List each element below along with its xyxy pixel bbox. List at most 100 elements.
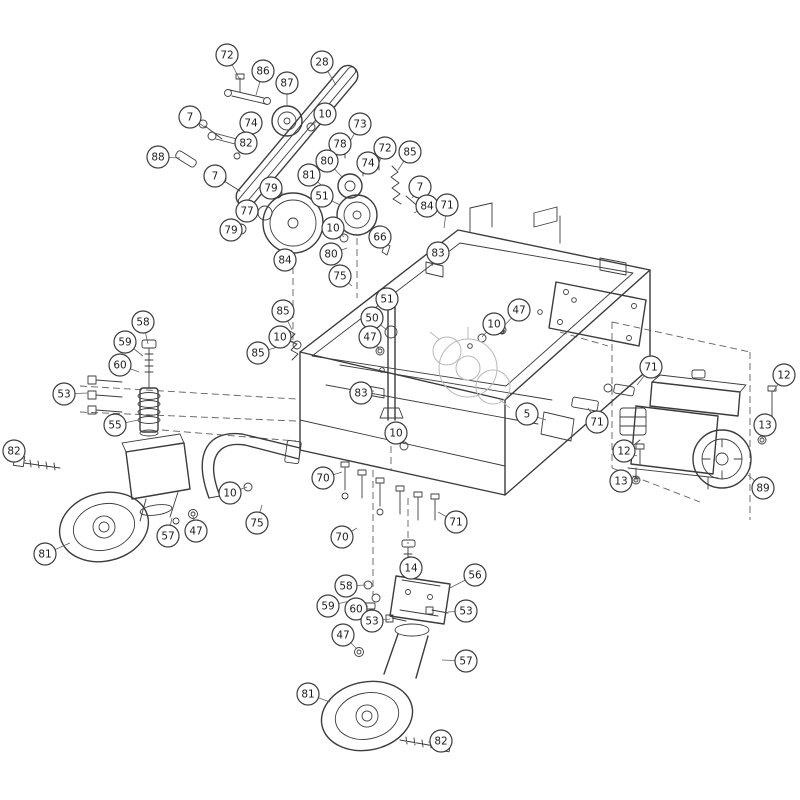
bottom-wheel: [320, 680, 414, 752]
callout-circle: [113, 330, 137, 354]
callout-13: 13: [753, 413, 777, 437]
callout-number: 12: [777, 370, 790, 382]
callout-circle: [275, 71, 299, 95]
callout-number: 85: [403, 147, 416, 159]
callout-circle: [310, 184, 334, 208]
hub: [355, 704, 379, 728]
callout-circle: [334, 574, 358, 598]
callout-circle: [271, 299, 295, 323]
callout-number: 79: [224, 225, 237, 237]
caster-mount-bracket: [389, 575, 451, 625]
callout-82: 82: [429, 729, 453, 753]
callout-5: 5: [515, 402, 539, 426]
callout-circle: [360, 609, 384, 633]
callout-number: 88: [151, 152, 164, 164]
callout-53: 53: [52, 382, 76, 406]
callout-number: 10: [326, 223, 339, 235]
callout-number: 84: [420, 201, 434, 213]
callout-13: 13: [609, 469, 633, 493]
frame-group: [243, 202, 651, 496]
frame-top-rim: [299, 229, 651, 401]
callout-circle: [251, 59, 275, 83]
callout-56: 56: [463, 563, 487, 587]
tension-spring: [390, 165, 402, 205]
callout-circle: [146, 145, 170, 169]
callout-70: 70: [330, 525, 354, 549]
callout-circle: [103, 413, 127, 437]
callout-number: 83: [354, 388, 367, 400]
left-wheel: [58, 491, 150, 563]
callout-number: 47: [512, 305, 525, 317]
callout-circle: [268, 325, 292, 349]
callout-circle: [215, 43, 239, 67]
callout-circle: [348, 112, 372, 136]
callout-number: 58: [136, 317, 149, 329]
callout-number: 70: [316, 473, 329, 485]
recoil-starter: [692, 429, 752, 489]
callout-number: 81: [302, 170, 315, 182]
callout-47: 47: [331, 623, 355, 647]
callout-circle: [313, 102, 337, 126]
callout-number: 47: [336, 630, 349, 642]
callout-number: 72: [378, 143, 391, 155]
callout-7: 7: [178, 105, 202, 129]
callout-85: 85: [398, 140, 422, 164]
callout-number: 10: [273, 332, 286, 344]
callout-circle: [435, 193, 459, 217]
callout-57: 57: [454, 649, 478, 673]
callout-circle: [219, 218, 243, 242]
callout-73: 73: [348, 112, 372, 136]
callout-number: 7: [212, 171, 219, 183]
callout-number: 51: [380, 294, 393, 306]
callout-59: 59: [113, 330, 137, 354]
callout-number: 53: [459, 606, 472, 618]
callout-circle: [296, 682, 320, 706]
callout-number: 74: [361, 158, 375, 170]
callout-circle: [108, 353, 132, 377]
callout-10: 10: [321, 216, 345, 240]
callout-circle: [609, 469, 633, 493]
callout-circle: [273, 248, 297, 272]
callout-number: 10: [487, 319, 500, 331]
callout-53: 53: [360, 609, 384, 633]
callout-circle: [178, 105, 202, 129]
axle-bolt: [23, 459, 61, 471]
callout-60: 60: [344, 597, 368, 621]
callout-number: 55: [108, 420, 121, 432]
callout-number: 60: [113, 360, 126, 372]
machine-artwork: [12, 64, 777, 753]
callout-circle: [328, 132, 352, 156]
callout-circle: [358, 325, 382, 349]
callout-86: 86: [251, 59, 275, 83]
callout-circle: [316, 594, 340, 618]
callout-number: 14: [404, 563, 418, 575]
callout-circle: [218, 481, 242, 505]
callout-circle: [444, 510, 468, 534]
callout-14: 14: [399, 556, 423, 580]
callout-circle: [384, 421, 408, 445]
callout-circle: [373, 136, 397, 160]
callout-number: 85: [276, 306, 289, 318]
callout-number: 60: [349, 604, 362, 616]
tire: [58, 491, 150, 563]
callout-60: 60: [108, 353, 132, 377]
callout-circle: [753, 413, 777, 437]
callout-72: 72: [373, 136, 397, 160]
callout-77: 77: [235, 199, 259, 223]
callout-circle: [131, 310, 155, 334]
left-caster-group: [12, 339, 198, 563]
deck-bolts-group: [340, 461, 440, 521]
callout-53: 53: [454, 599, 478, 623]
callout-number: 77: [240, 206, 253, 218]
callout-47: 47: [358, 325, 382, 349]
callout-80: 80: [319, 242, 343, 266]
callout-circle: [184, 519, 208, 543]
callout-number: 66: [373, 232, 387, 244]
callout-circle: [52, 382, 76, 406]
callout-circle: [344, 597, 368, 621]
callout-10: 10: [482, 312, 506, 336]
callout-number: 47: [189, 526, 202, 538]
callout-10: 10: [218, 481, 242, 505]
caster-fork: [383, 633, 429, 679]
